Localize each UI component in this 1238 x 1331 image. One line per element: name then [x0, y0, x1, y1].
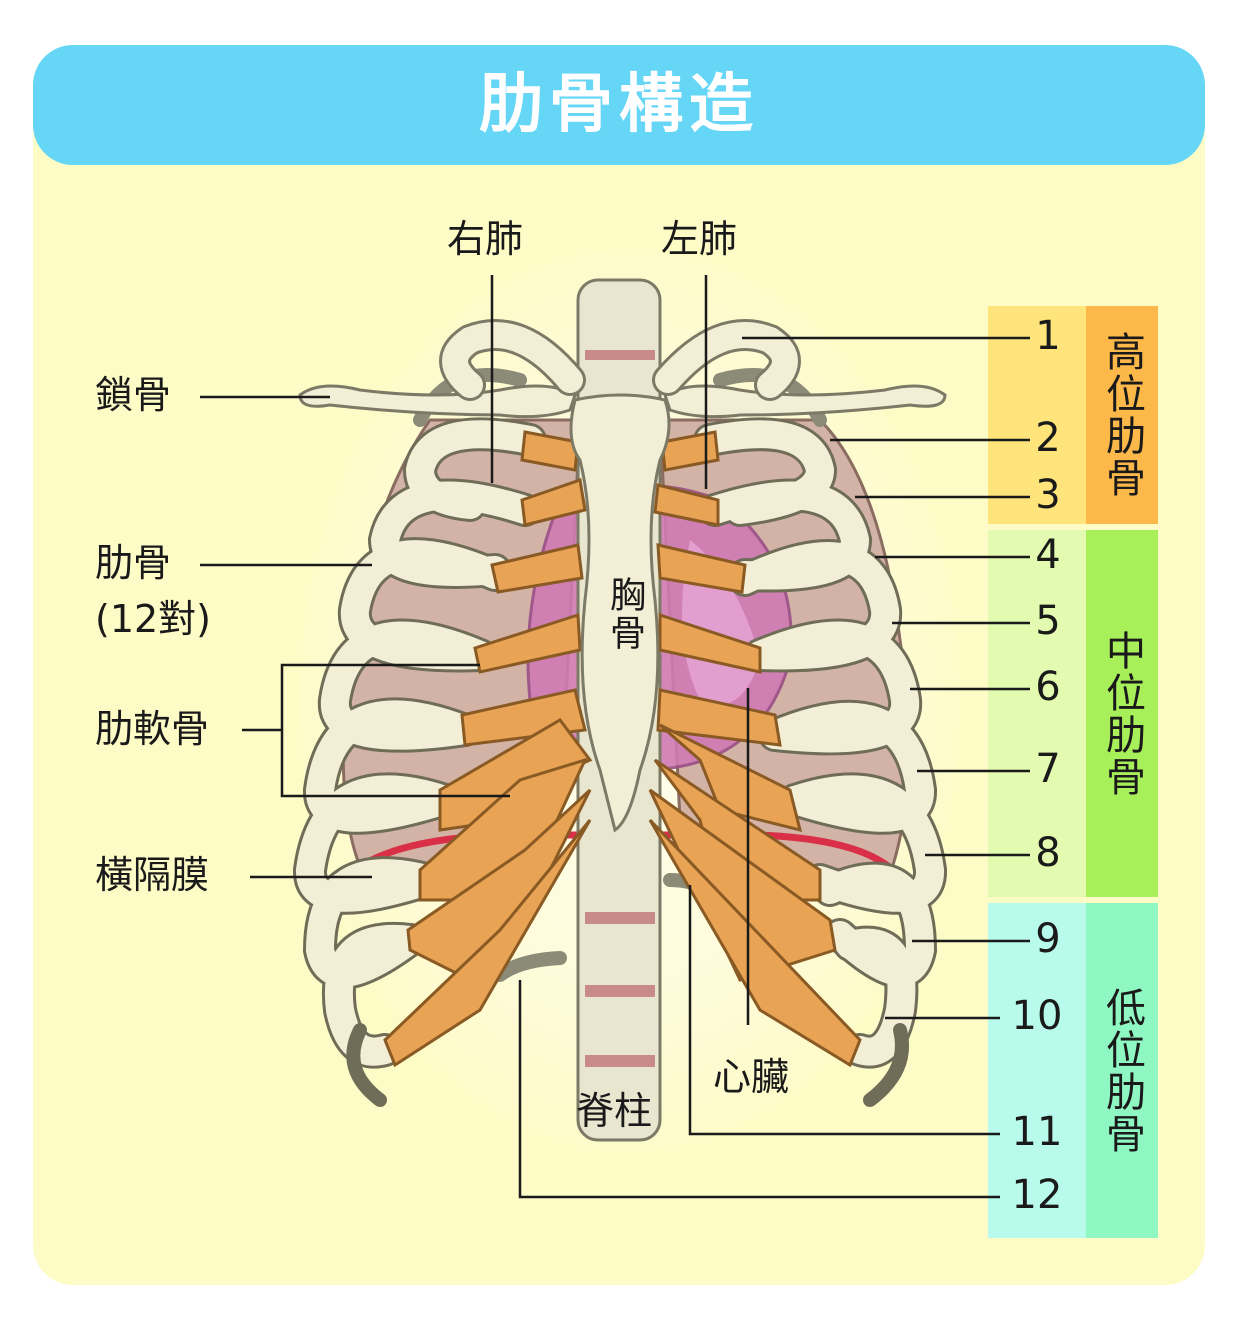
rib-number-2: 2 — [1035, 415, 1061, 461]
group-label-middle: 中位肋骨 — [1099, 629, 1145, 798]
label-sternum: 胸骨 — [604, 576, 645, 652]
rib-number-6: 6 — [1035, 664, 1061, 710]
rib-number-12: 12 — [1011, 1172, 1063, 1218]
label-left-lung: 左肺 — [661, 217, 738, 261]
label-diaphragm: 橫隔膜 — [95, 853, 210, 897]
group-label-high: 高位肋骨 — [1099, 331, 1145, 499]
band-high-ribs — [988, 306, 1086, 524]
rib-number-11: 11 — [1011, 1109, 1063, 1155]
clavicle-left — [298, 384, 577, 419]
rib-number-5: 5 — [1035, 598, 1061, 644]
band-middle-ribs — [988, 530, 1086, 897]
clavicle-right — [663, 384, 947, 419]
rib-number-1: 1 — [1035, 313, 1061, 359]
label-right-lung: 右肺 — [447, 217, 524, 261]
label-ribs-count: (12對) — [95, 597, 212, 641]
label-heart: 心臟 — [713, 1055, 790, 1099]
label-spine: 脊柱 — [576, 1089, 653, 1133]
band-low-ribs — [988, 903, 1086, 1238]
rib-number-10: 10 — [1011, 993, 1063, 1039]
group-label-low: 低位肋骨 — [1099, 986, 1145, 1155]
group-middle-ribs — [1086, 530, 1158, 897]
label-ribs: 肋骨 — [95, 541, 172, 585]
rib-number-7: 7 — [1035, 746, 1061, 792]
costal-cartilage-left — [383, 430, 593, 1068]
rib-number-3: 3 — [1035, 472, 1061, 518]
group-high-ribs — [1086, 306, 1158, 524]
rib-number-4: 4 — [1035, 532, 1061, 578]
rib-number-9: 9 — [1035, 916, 1061, 962]
diagram-title: 肋骨構造 — [479, 68, 759, 142]
rib-number-8: 8 — [1035, 830, 1061, 876]
sternum-shape — [569, 393, 671, 833]
label-clavicle: 鎖骨 — [95, 373, 172, 417]
group-low-ribs — [1086, 903, 1158, 1238]
title-banner — [33, 45, 1205, 165]
label-costal-cartilage: 肋軟骨 — [95, 707, 210, 751]
costal-cartilage-right — [648, 430, 862, 1068]
